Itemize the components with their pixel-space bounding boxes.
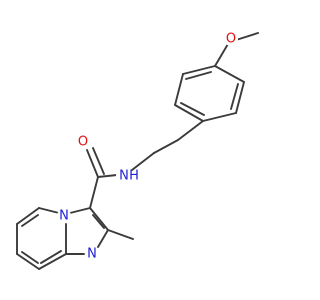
bond-c2-n1 (97, 229, 109, 248)
bond-ch2-ch2 (153, 139, 179, 154)
bond-n4-c3 (69, 207, 91, 214)
bond-o-aryl (214, 43, 229, 67)
bond-carbonyl-c3 (89, 176, 99, 209)
bond-benzene-6 (214, 65, 245, 83)
bond-c5-c6 (16, 207, 40, 225)
atom-label-layer: O N H O N N (57, 32, 238, 262)
bond-benzene-3 (174, 104, 204, 122)
bond-c2-methyl (107, 229, 134, 240)
bond-c8-c8a (38, 253, 67, 270)
atom-imidazole-nitrogen: N (85, 247, 99, 262)
imidazole-nitrogen-label: N (87, 247, 97, 262)
bond-c3-c2-inner (92, 214, 105, 229)
atom-amide-nitrogen: N H (116, 168, 139, 184)
bond-c7-c8 (16, 253, 40, 270)
atom-bridgehead-nitrogen: N (57, 209, 71, 224)
bridgehead-nitrogen-label: N (59, 209, 69, 224)
atom-methoxy-oxygen: O (224, 32, 238, 47)
bond-aryl-ch2 (177, 120, 204, 141)
methoxy-oxygen-label: O (226, 32, 236, 47)
bond-benzene-4 (202, 112, 237, 122)
bond-benzene-1 (182, 65, 216, 75)
bond-carbonyl-o-1 (86, 149, 99, 178)
bond-layer (16, 32, 259, 270)
bond-carbonyl-o-2 (92, 147, 105, 175)
bond-c3-c2 (89, 207, 109, 231)
bond-benzene-1-inner (185, 71, 212, 80)
amide-nitrogen-label: N (119, 169, 129, 184)
bond-benzene-5-inner (230, 83, 239, 110)
carbonyl-oxygen-label: O (78, 135, 88, 150)
bond-benzene-2 (174, 73, 184, 106)
bond-ch2-n (131, 152, 155, 171)
amide-hydrogen-label: H (129, 169, 139, 184)
bond-c8-c8a-inner (40, 250, 62, 264)
bond-n-carbonyl (97, 174, 118, 178)
atom-carbonyl-oxygen: O (76, 135, 90, 150)
bond-methyl-o (235, 32, 259, 41)
molecule-structure-diagram: O N H O N N (16, 32, 259, 270)
bond-n4-c5 (38, 207, 60, 214)
bond-c5-c6-inner (21, 214, 39, 227)
bond-benzene-5 (235, 81, 245, 114)
bond-c7-c8-inner (21, 251, 39, 264)
bond-benzene-3-inner (180, 102, 205, 116)
